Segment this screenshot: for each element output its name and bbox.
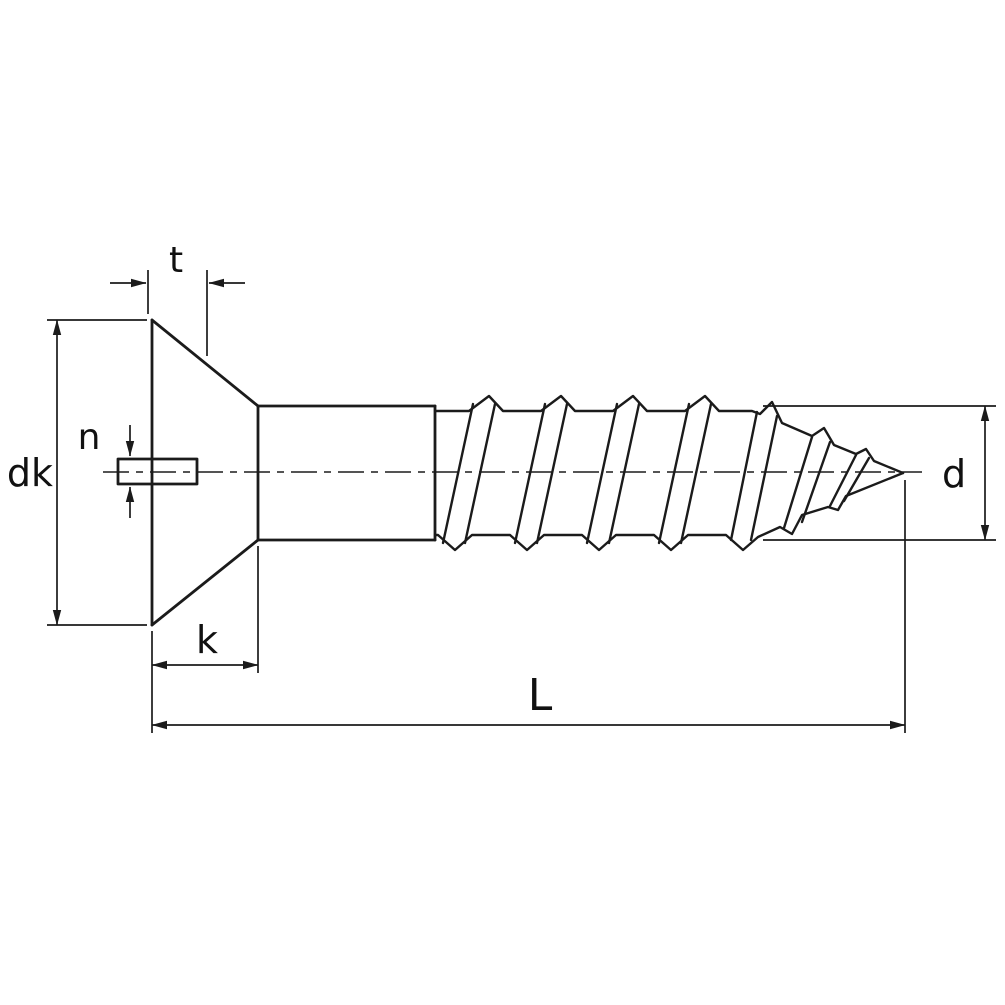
thread-helix-line <box>729 410 759 542</box>
dimension-t: t <box>110 240 245 356</box>
d-label: d <box>942 452 966 496</box>
thread-helix-line <box>535 402 569 545</box>
thread-helix-line <box>657 402 691 545</box>
thread-top-profile <box>433 394 905 475</box>
head-slot <box>116 457 199 486</box>
n-label: n <box>78 417 101 458</box>
screw-thread <box>433 394 905 552</box>
thread-helix-line <box>782 435 814 530</box>
dimension-dk: dk <box>7 319 147 626</box>
thread-helix-line <box>513 402 547 545</box>
dimension-d: d <box>763 405 996 541</box>
thread-helix-line <box>607 402 641 545</box>
L-label: L <box>528 670 553 721</box>
thread-helix-line <box>441 402 475 545</box>
t-label: t <box>169 240 183 281</box>
dimension-L: L <box>151 480 906 733</box>
thread-helix-line <box>749 414 779 542</box>
screw-shank <box>256 404 437 542</box>
thread-helix-line <box>679 402 713 545</box>
thread-helix-line <box>585 402 619 545</box>
thread-helix-line <box>842 456 871 503</box>
thread-helix-line <box>800 440 832 524</box>
thread-helix-line <box>828 453 858 508</box>
dk-label: dk <box>7 451 53 495</box>
dimension-k: k <box>151 546 259 733</box>
dimension-n: n <box>78 417 135 518</box>
thread-helix-line <box>463 402 497 545</box>
screw-head <box>116 318 260 627</box>
thread-bottom-profile <box>433 471 905 552</box>
head-cone-bottom-line <box>150 538 260 627</box>
k-label: k <box>196 618 218 662</box>
head-cone-top-line <box>150 318 260 408</box>
